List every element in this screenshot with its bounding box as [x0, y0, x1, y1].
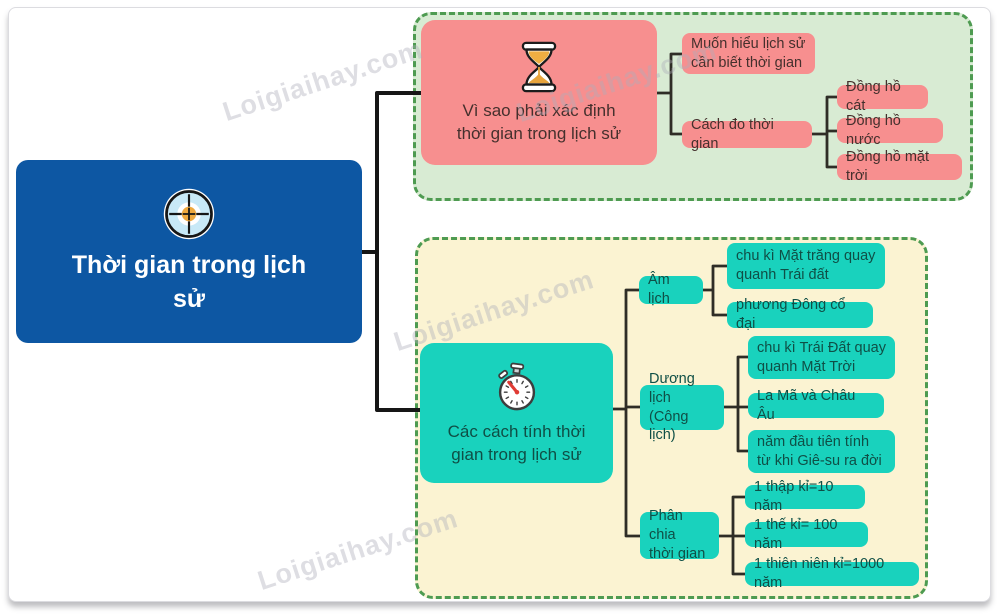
node-sun-clock: Đồng hồ mặt trời [837, 149, 962, 184]
node-ways-count-time: Các cách tính thời gian trong lịch sử [420, 343, 613, 483]
node-rome-europe: La Mã và Châu Âu [748, 388, 884, 423]
node-earth-cycle: chu kì Trái Đất quay quanh Mặt Trời [748, 336, 895, 379]
node-sand-clock: Đồng hồ cát [837, 79, 928, 114]
node-why-determine-time: Vì sao phải xác định thời gian trong lịc… [421, 20, 657, 165]
branch-ways-label: Các cách tính thời gian trong lịch sử [447, 422, 586, 464]
node-jesus-birth-year: năm đầu tiên tính từ khi Giê-su ra đời [748, 430, 895, 473]
root-label: Thời gian trong lịch sử [71, 250, 307, 313]
node-solar-calendar: Dương lịch (Công lịch) [640, 371, 724, 443]
node-moon-cycle: chu kì Mặt trăng quay quanh Trái đất [727, 243, 885, 289]
node-millennium: 1 thiên niên kỉ=1000 năm [745, 556, 919, 591]
node-measure-time: Cách đo thời gian [682, 117, 812, 152]
hourglass-icon [514, 40, 564, 94]
node-water-clock: Đồng hồ nước [837, 113, 943, 148]
node-lunar-calendar: Âm lịch [639, 272, 703, 307]
node-need-know-time: Muốn hiểu lịch sử cần biết thời gian [682, 33, 815, 74]
branch-why-label: Vì sao phải xác định thời gian trong lịc… [456, 100, 622, 143]
node-century: 1 thế kỉ= 100 năm [745, 517, 868, 552]
clock-icon [162, 187, 216, 241]
stopwatch-icon [491, 359, 543, 415]
node-ancient-east: phương Đông cổ đại [727, 297, 873, 332]
node-decade: 1 thập kỉ=10 năm [745, 479, 865, 514]
node-root: Thời gian trong lịch sử [16, 160, 362, 343]
node-time-division: Phân chia thời gian [640, 508, 719, 562]
